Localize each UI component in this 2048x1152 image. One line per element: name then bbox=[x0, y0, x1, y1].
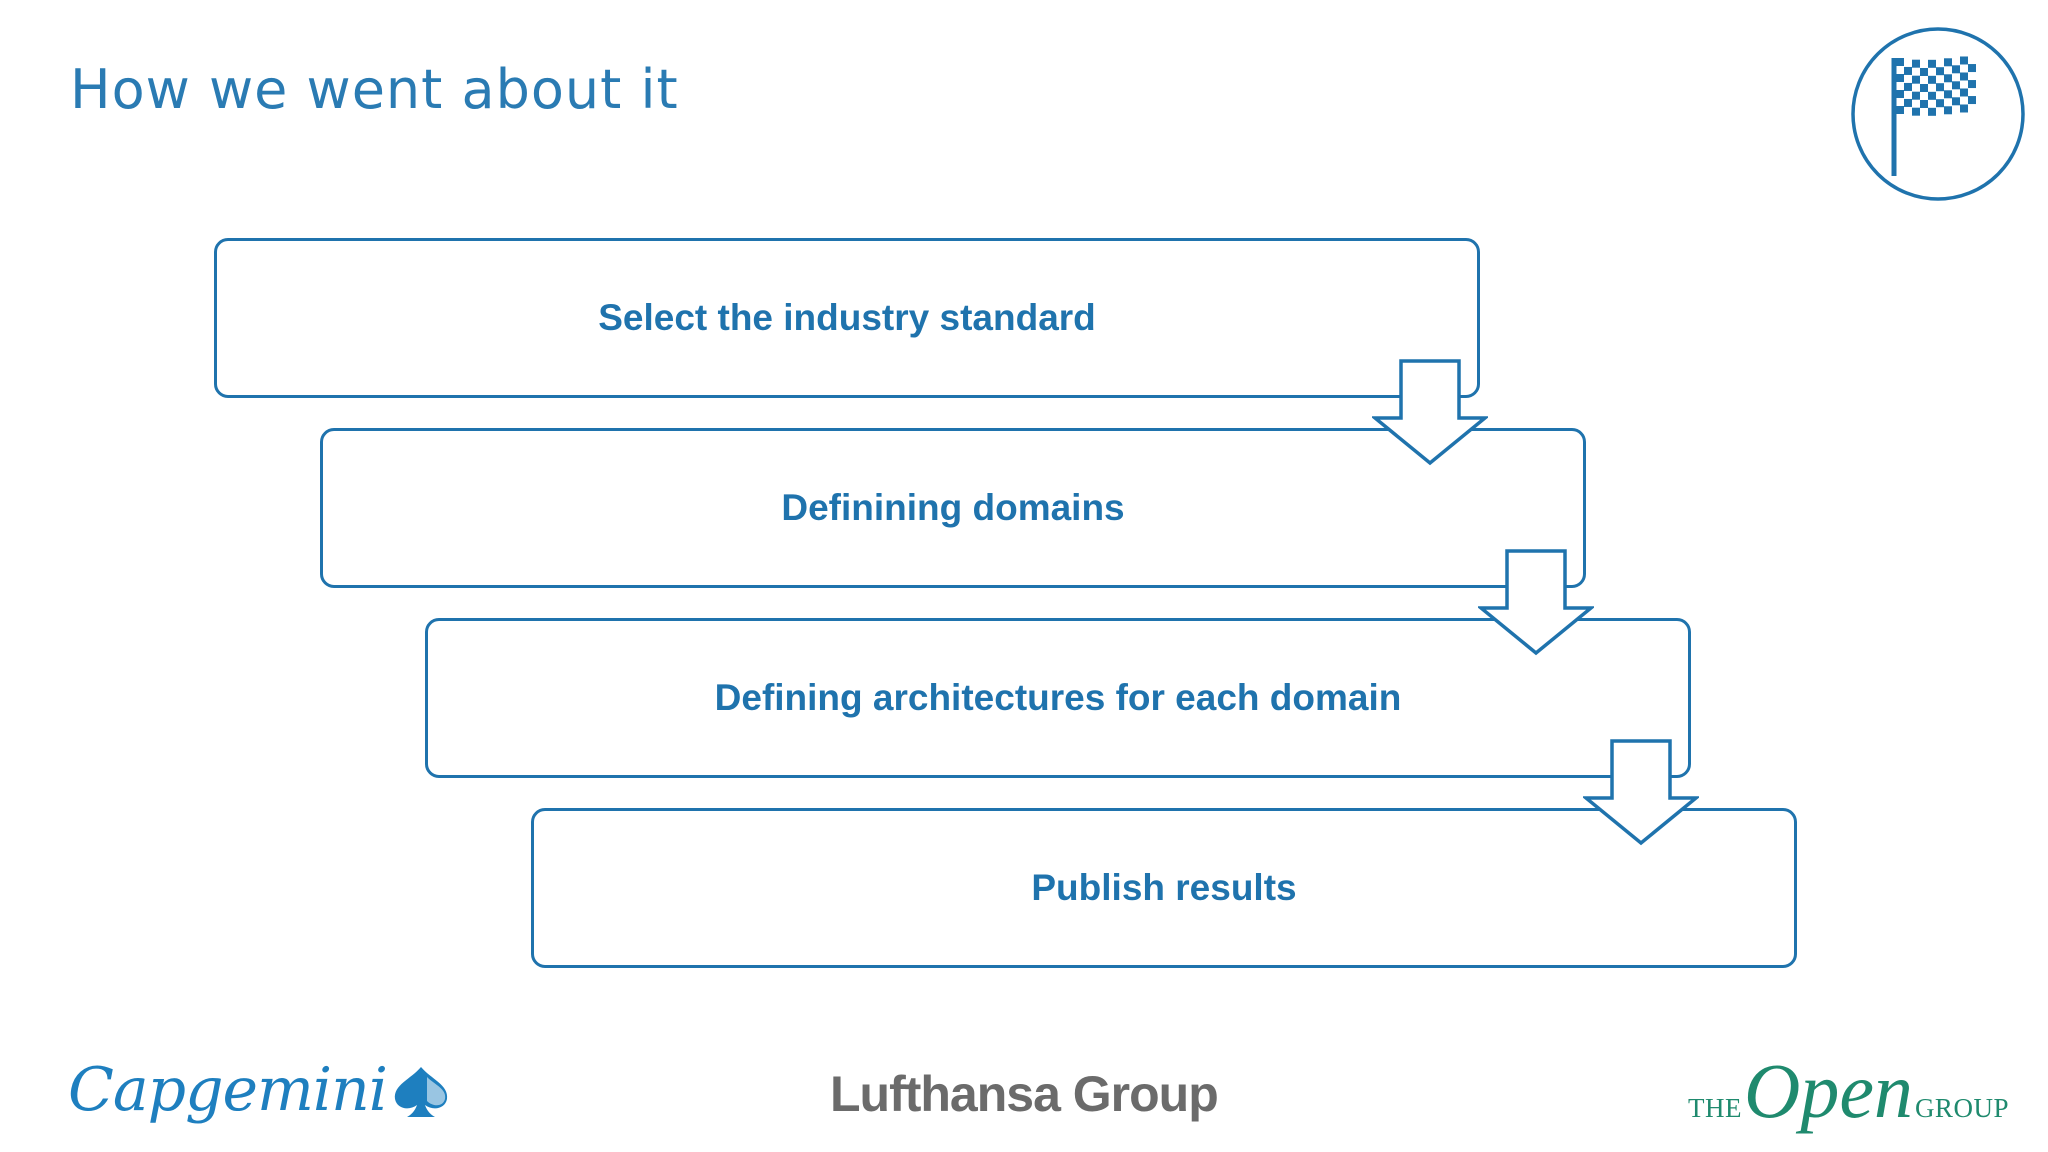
capgemini-logo: Capgemini bbox=[68, 1055, 451, 1125]
flag-cell bbox=[1912, 107, 1920, 116]
flag-cell bbox=[1904, 98, 1912, 107]
flag-cell bbox=[1944, 74, 1952, 83]
flag-cell bbox=[1936, 99, 1944, 108]
flag-cell bbox=[1952, 65, 1960, 74]
flag-cell bbox=[1944, 90, 1952, 99]
step-box-select-standard: Select the industry standard bbox=[214, 238, 1480, 398]
flag-cell bbox=[1952, 97, 1960, 106]
the-open-group-logo: THE Open GROUP bbox=[1688, 1052, 2009, 1130]
flag-cell bbox=[1936, 83, 1944, 92]
flag-cell bbox=[1896, 106, 1904, 114]
flag-cell bbox=[1960, 88, 1968, 97]
flag-cell bbox=[1968, 96, 1976, 105]
step-label: Defining architectures for each domain bbox=[714, 677, 1402, 718]
down-arrow-icon bbox=[1583, 739, 1699, 846]
step-box-defining-domains: Definining domains bbox=[320, 428, 1586, 588]
flag-cell bbox=[1968, 64, 1976, 73]
flag-cell bbox=[1928, 91, 1936, 100]
flag-cell bbox=[1896, 74, 1904, 82]
flag-cell bbox=[1928, 107, 1936, 116]
step-box-publish-results: Publish results bbox=[531, 808, 1797, 968]
step-box-defining-architectures: Defining architectures for each domain bbox=[425, 618, 1691, 778]
flag-cell bbox=[1952, 81, 1960, 90]
flag-cell bbox=[1904, 82, 1912, 91]
spade-icon bbox=[394, 1067, 448, 1117]
open-group-the: THE bbox=[1688, 1093, 1742, 1123]
flag-cell bbox=[1896, 58, 1904, 66]
step-label: Publish results bbox=[1031, 867, 1297, 908]
flag-cell bbox=[1960, 72, 1968, 81]
down-arrow-icon bbox=[1372, 359, 1488, 466]
flag-cell bbox=[1968, 80, 1976, 89]
step-label: Definining domains bbox=[781, 487, 1125, 528]
flag-cell bbox=[1936, 67, 1944, 76]
flag-cell bbox=[1928, 59, 1936, 68]
flag-cell bbox=[1960, 104, 1968, 113]
open-group-group: GROUP bbox=[1914, 1093, 2009, 1123]
flag-cell bbox=[1928, 75, 1936, 84]
flag-checker bbox=[1896, 56, 1976, 116]
flag-cell bbox=[1896, 90, 1904, 98]
flag-cell bbox=[1920, 99, 1928, 108]
badge-circle bbox=[1851, 27, 2025, 201]
flag-cell bbox=[1960, 56, 1968, 65]
flag-cell bbox=[1920, 67, 1928, 76]
down-arrow-icon bbox=[1478, 549, 1594, 656]
flag-cell bbox=[1904, 66, 1912, 75]
flag-cell bbox=[1912, 75, 1920, 84]
checkered-flag-icon bbox=[1851, 27, 2025, 201]
flag-cell bbox=[1912, 59, 1920, 68]
flag-cell bbox=[1944, 106, 1952, 115]
lufthansa-group-logo: Lufthansa Group bbox=[830, 1066, 1219, 1122]
step-label: Select the industry standard bbox=[598, 297, 1096, 338]
flag-cell bbox=[1920, 83, 1928, 92]
capgemini-wordmark: Capgemini bbox=[68, 1055, 388, 1125]
open-group-open: Open bbox=[1743, 1047, 1913, 1134]
flag-cell bbox=[1912, 91, 1920, 100]
flag-cell bbox=[1944, 58, 1952, 67]
slide-title: How we went about it bbox=[70, 58, 679, 121]
